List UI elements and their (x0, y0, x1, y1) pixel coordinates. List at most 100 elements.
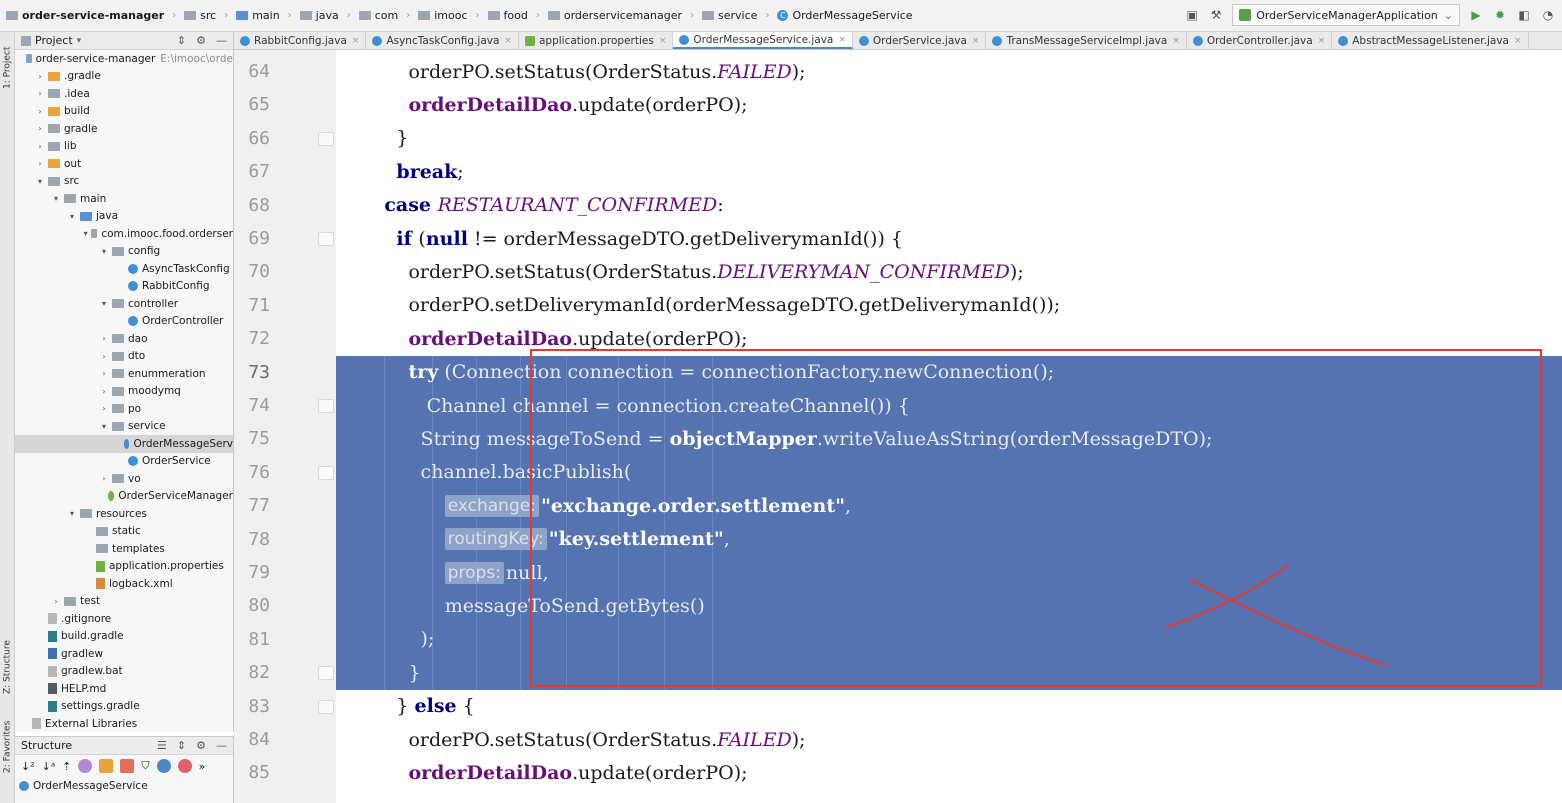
show-non-public-icon[interactable] (120, 759, 135, 773)
tree-item[interactable]: ›.idea (15, 85, 233, 103)
breadcrumb-item[interactable]: main (230, 0, 285, 32)
tree-item[interactable]: ▾config (15, 243, 233, 261)
code-line[interactable]: messageToSend.getBytes() (336, 589, 1562, 622)
hide-icon[interactable]: — (216, 34, 227, 47)
tree-item[interactable]: ▾service (15, 418, 233, 436)
tree-item[interactable]: application.properties (15, 558, 233, 576)
close-icon[interactable]: × (971, 35, 980, 46)
close-icon[interactable]: × (838, 34, 846, 45)
code-line[interactable]: orderPO.setDeliverymanId(orderMessageDTO… (336, 289, 1562, 322)
code-line[interactable]: orderDetailDao.update(orderPO); (336, 756, 1562, 789)
chevron-right-icon[interactable]: › (54, 596, 58, 606)
code-line[interactable]: orderPO.setStatus(OrderStatus.FAILED); (336, 723, 1562, 756)
tree-item[interactable]: ›test (15, 593, 233, 611)
structure-tool-tab[interactable]: Z: Structure (2, 640, 13, 694)
chevron-right-icon[interactable]: › (102, 404, 106, 414)
build-hammer-icon[interactable]: ⚒ (1210, 8, 1222, 22)
chevron-right-icon[interactable]: › (38, 159, 42, 169)
chevron-right-icon[interactable]: › (102, 369, 106, 379)
code-line[interactable]: orderDetailDao.update(orderPO); (336, 88, 1562, 121)
profiler-icon[interactable]: ◔ (1542, 8, 1554, 22)
expand-all-icon[interactable]: ☰ (157, 739, 167, 752)
editor-tab[interactable]: application.properties× (519, 32, 674, 49)
chevron-right-icon[interactable]: › (102, 474, 106, 484)
code-line[interactable]: try (Connection connection = connectionF… (336, 356, 1562, 389)
close-icon[interactable]: × (658, 35, 667, 46)
sort-alphabetically-icon[interactable]: ↓ᵃ (41, 759, 56, 773)
tree-item[interactable]: logback.xml (15, 575, 233, 593)
anonymous-classes-icon[interactable] (177, 759, 192, 773)
fold-marker-icon[interactable] (318, 465, 334, 480)
chevron-right-icon[interactable]: › (102, 351, 106, 361)
project-panel-title[interactable]: Project (35, 34, 73, 47)
tree-item[interactable]: ›out (15, 155, 233, 173)
favorites-tool-tab[interactable]: 2: Favorites (2, 720, 13, 774)
code-line[interactable]: props:null, (336, 556, 1562, 589)
tree-item[interactable]: .gitignore (15, 610, 233, 628)
tree-item[interactable]: HELP.md (15, 680, 233, 698)
tree-item[interactable]: ›enummeration (15, 365, 233, 383)
close-icon[interactable]: × (351, 35, 360, 46)
show-properties-icon[interactable] (78, 759, 93, 773)
code-line[interactable]: case RESTAURANT_CONFIRMED: (336, 189, 1562, 222)
tree-item[interactable]: gradlew (15, 645, 233, 663)
tree-item[interactable]: AsyncTaskConfig (15, 260, 233, 278)
tree-item[interactable]: OrderController (15, 313, 233, 331)
show-lambdas-icon[interactable] (156, 759, 171, 773)
close-icon[interactable]: × (1513, 35, 1522, 46)
sort-by-visibility-icon[interactable]: ↓² (21, 759, 35, 773)
tree-item[interactable]: ▾com.imooc.food.orderser (15, 225, 233, 243)
chevron-down-icon[interactable]: ▾ (37, 176, 42, 186)
chevron-down-icon[interactable]: ▾ (101, 299, 106, 309)
breadcrumb-item[interactable]: java (294, 0, 345, 32)
more-icon[interactable]: » (198, 759, 206, 773)
code-line[interactable]: } (336, 656, 1562, 689)
chevron-down-icon[interactable]: ▾ (69, 509, 74, 519)
tree-item[interactable]: OrderMessageServ (15, 435, 233, 453)
code-line[interactable]: orderDetailDao.update(orderPO); (336, 322, 1562, 355)
breadcrumb-item[interactable]: imooc (412, 0, 473, 32)
code-line[interactable]: } (336, 122, 1562, 155)
chevron-down-icon[interactable]: ▾ (101, 246, 106, 256)
code-line[interactable]: ); (336, 623, 1562, 656)
tree-item[interactable]: ▾main (15, 190, 233, 208)
close-icon[interactable]: × (1172, 35, 1180, 46)
project-structure-icon[interactable]: ▣ (1186, 8, 1198, 22)
fold-marker-icon[interactable] (318, 131, 334, 146)
editor-tab[interactable]: AbstractMessageListener.java× (1332, 32, 1529, 49)
fold-marker-icon[interactable] (318, 399, 334, 413)
gear-icon[interactable]: ⚙ (196, 34, 206, 47)
chevron-down-icon[interactable]: ▾ (76, 35, 82, 46)
close-icon[interactable]: × (1317, 35, 1326, 46)
tree-item[interactable]: RabbitConfig (15, 278, 233, 296)
tree-item[interactable]: ›moodymq (15, 383, 233, 401)
code-line[interactable]: channel.basicPublish( (336, 456, 1562, 489)
chevron-right-icon[interactable]: › (38, 89, 42, 99)
code-line[interactable]: } else { (336, 690, 1562, 723)
editor-tab[interactable]: OrderController.java× (1187, 32, 1333, 49)
code-editor[interactable]: orderPO.setStatus(OrderStatus.FAILED); o… (336, 50, 1562, 803)
run-configuration-selector[interactable]: OrderServiceManagerApplication ⌄ (1232, 4, 1460, 26)
tree-item[interactable]: ›po (15, 400, 233, 418)
tree-item[interactable]: ▾controller (15, 295, 233, 313)
tree-item[interactable]: ›gradle (15, 120, 233, 138)
editor-tab[interactable]: RabbitConfig.java× (234, 32, 367, 49)
tree-item[interactable]: templates (15, 540, 233, 558)
editor-tab[interactable]: AsyncTaskConfig.java× (366, 32, 519, 49)
code-line[interactable]: if (null != orderMessageDTO.getDeliverym… (336, 222, 1562, 255)
editor-tab[interactable]: OrderService.java× (853, 32, 987, 49)
tree-item[interactable]: ▾java (15, 208, 233, 226)
chevron-right-icon[interactable]: › (38, 124, 42, 134)
chevron-right-icon[interactable]: › (102, 386, 106, 396)
fold-marker-icon[interactable] (318, 666, 334, 681)
chevron-down-icon[interactable]: ▾ (69, 211, 74, 221)
tree-item[interactable]: ›dto (15, 348, 233, 366)
collapse-all-icon[interactable]: ⇕ (176, 739, 187, 752)
project-tool-tab[interactable]: 1: Project (2, 46, 13, 90)
code-line[interactable]: String messageToSend = objectMapper.writ… (336, 422, 1562, 455)
debug-icon[interactable]: ✹ (1494, 8, 1506, 22)
filter-icon[interactable]: ⛉ (141, 759, 150, 772)
breadcrumb-item[interactable]: com (353, 0, 405, 32)
breadcrumb-item[interactable]: service (696, 0, 763, 32)
